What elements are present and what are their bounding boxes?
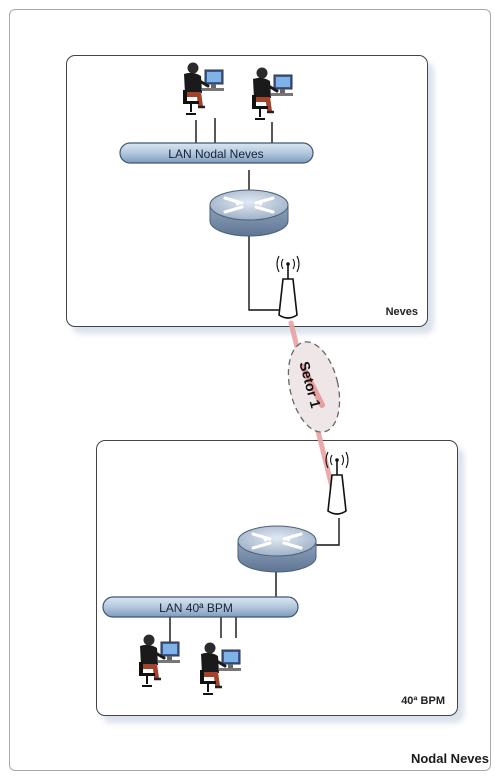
antenna-icon	[277, 256, 299, 318]
site-neves-devices: LAN Nodal Neves	[120, 63, 313, 319]
workstation-user-icon	[200, 643, 241, 695]
workstation-user-icon	[183, 63, 224, 115]
lan-label-40-bpm: LAN 40ª BPM	[159, 601, 233, 615]
site-40-bpm-devices: LAN 40ª BPM	[103, 452, 348, 694]
router-icon	[238, 526, 316, 572]
workstation-user-icon	[139, 635, 180, 687]
workstation-user-icon	[252, 68, 293, 120]
lan-label-neves: LAN Nodal Neves	[168, 147, 263, 161]
router-icon	[210, 190, 288, 236]
